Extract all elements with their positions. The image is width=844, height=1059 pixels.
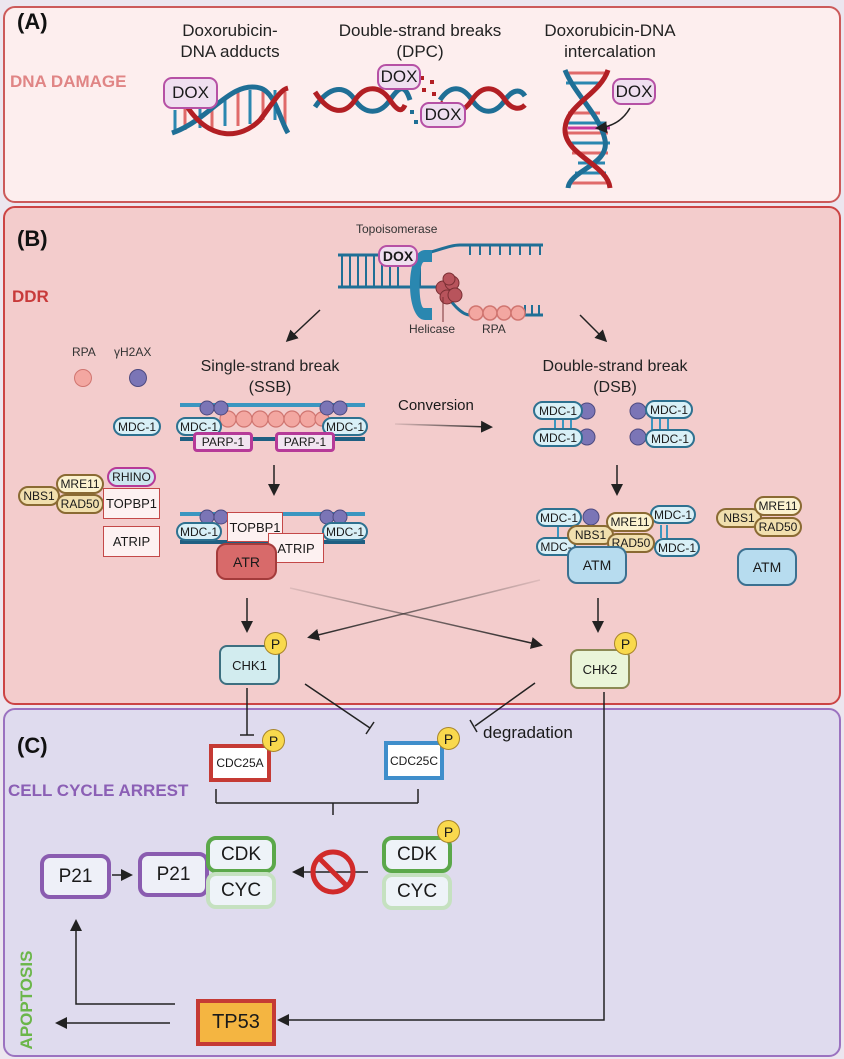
dsb-title: Double-strand breaks(DPC) <box>338 21 502 61</box>
chk2-phospho: P <box>614 632 637 655</box>
nbs1-left: NBS1 <box>18 486 60 506</box>
dox-topo-badge: DOX <box>378 245 418 267</box>
ssb-mdc1-left: MDC-1 <box>176 417 222 436</box>
dox-intercalation-badge: DOX <box>612 78 656 105</box>
atm-mdc1-1: MDC-1 <box>536 508 582 527</box>
dox-dsb-badge-1: DOX <box>377 64 421 90</box>
dsb-title-b: Double-strand break(DSB) <box>542 358 688 396</box>
cyc-active: CYC <box>382 873 452 910</box>
panel-ddr <box>3 206 841 705</box>
panel-c-label: (C) <box>17 733 48 758</box>
dna-damage-label: DNA DAMAGE <box>10 72 127 91</box>
ssb-parp1-left: PARP-1 <box>193 432 253 452</box>
degradation-label: degradation <box>483 723 573 742</box>
atm-mdc1-3: MDC-1 <box>650 505 696 524</box>
atm-mdc1-2: MDC- <box>536 537 576 556</box>
p21-bound: P21 <box>138 852 209 897</box>
legend-h2ax-dot <box>129 369 147 387</box>
dox-dsb-badge-2: DOX <box>420 102 466 128</box>
rad50-right: RAD50 <box>754 517 802 537</box>
dsb-mdc1-4: MDC-1 <box>645 429 695 448</box>
atr-mdc1-left: MDC-1 <box>176 522 222 541</box>
panel-b-label: (B) <box>17 226 48 251</box>
ssb-title: Single-strand break(SSB) <box>200 358 340 396</box>
rad50-atm: RAD50 <box>607 533 655 553</box>
rhino: RHINO <box>107 467 156 487</box>
mre11-left: MRE11 <box>56 474 104 494</box>
atm-kinase-free: ATM <box>737 548 797 586</box>
mre11-right: MRE11 <box>754 496 802 516</box>
p21-free: P21 <box>40 854 111 899</box>
atr-mdc1-right: MDC-1 <box>322 522 368 541</box>
legend-rpa-dot <box>74 369 92 387</box>
cdc25a-phospho: P <box>262 729 285 752</box>
chk1: CHK1 <box>219 645 280 685</box>
mre11-atm: MRE11 <box>606 512 654 532</box>
cdc25c-phospho: P <box>437 727 460 750</box>
atrip-left: ATRIP <box>103 526 160 557</box>
cdc25c: CDC25C <box>384 741 444 780</box>
panel-a-label: (A) <box>17 9 48 34</box>
adducts-title: Doxorubicin-DNA adducts <box>180 21 280 61</box>
legend-rpa-label: RPA <box>72 345 96 359</box>
legend-h2ax-label: γH2AX <box>114 345 152 359</box>
rpa-fork-label: RPA <box>482 322 506 336</box>
dsb-mdc1-1: MDC-1 <box>533 401 583 420</box>
ddr-label: DDR <box>12 287 49 306</box>
rad50-left: RAD50 <box>56 494 104 514</box>
cdk-phospho: P <box>437 820 460 843</box>
cdc25a: CDC25A <box>209 744 271 782</box>
dsb-mdc1-2: MDC-1 <box>533 428 583 447</box>
cyc-inhibited: CYC <box>206 872 276 909</box>
cdk-active: CDK <box>382 836 452 873</box>
atrip-complex: ATRIP <box>268 533 324 563</box>
dox-adduct-badge: DOX <box>163 77 218 109</box>
chk1-phospho: P <box>264 632 287 655</box>
ssb-parp1-right: PARP-1 <box>275 432 335 452</box>
tp53: TP53 <box>196 999 276 1046</box>
conversion-label: Conversion <box>398 397 474 414</box>
ssb-mdc1-right: MDC-1 <box>322 417 368 436</box>
helicase-label: Helicase <box>409 322 456 336</box>
topbp1-left: TOPBP1 <box>103 488 160 519</box>
mdc1-free: MDC-1 <box>113 417 161 436</box>
atr-kinase: ATR <box>216 543 277 580</box>
atm-mdc1-4: MDC-1 <box>654 538 700 557</box>
cell-cycle-arrest-label: CELL CYCLE ARREST <box>8 781 189 800</box>
cdk-inhibited: CDK <box>206 836 276 873</box>
dsb-mdc1-3: MDC-1 <box>645 400 693 419</box>
chk2: CHK2 <box>570 649 630 689</box>
apoptosis-label: APOPTOSIS <box>17 950 36 1050</box>
topoisomerase-label: Topoisomerase <box>356 222 438 236</box>
atm-kinase-complex: ATM <box>567 546 627 584</box>
